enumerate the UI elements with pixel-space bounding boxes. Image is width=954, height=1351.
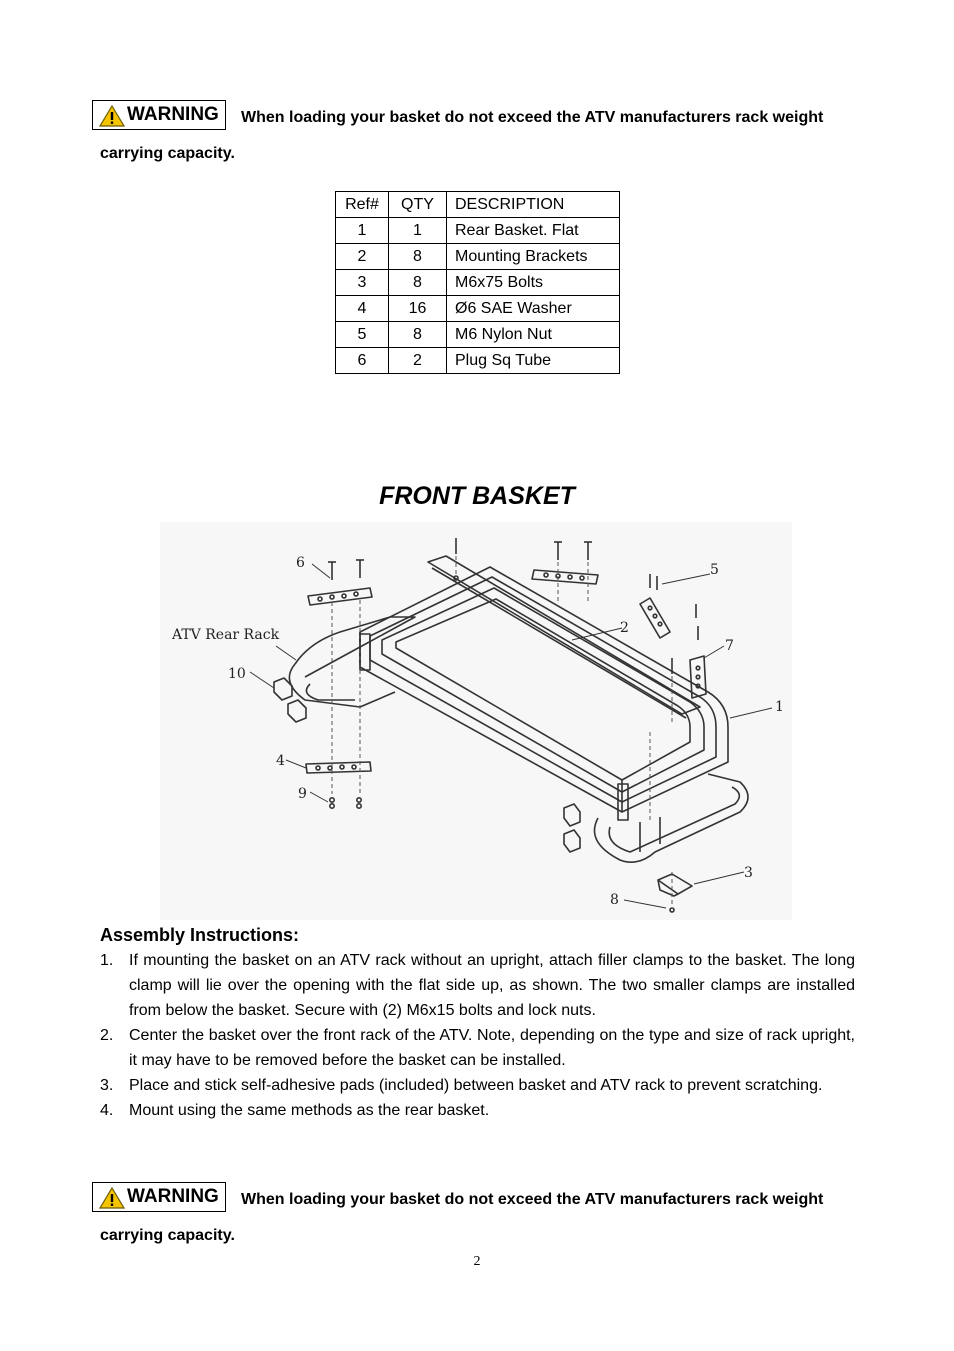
warning-triangle-icon xyxy=(99,105,125,127)
warning-text-line2: carrying capacity. xyxy=(100,1227,235,1244)
plug-square-tubes xyxy=(273,677,581,853)
table-row: 3 8 M6x75 Bolts xyxy=(335,269,620,296)
mounting-bracket-4 xyxy=(305,761,372,774)
cell-qty: 8 xyxy=(388,321,447,348)
callout-1: 1 xyxy=(775,699,784,715)
callout-6: 6 xyxy=(296,555,305,571)
list-item: 3. Place and stick self-adhesive pads (i… xyxy=(100,1073,855,1098)
list-item-number: 2. xyxy=(100,1027,114,1044)
bottom-clip xyxy=(657,873,693,897)
warning-text-line1: When loading your basket do not exceed t… xyxy=(241,109,824,126)
cell-description: M6x75 Bolts xyxy=(446,269,620,296)
basket-frame xyxy=(359,566,729,821)
table-row: 2 8 Mounting Brackets xyxy=(335,243,620,270)
mounting-bracket-6 xyxy=(307,587,373,606)
table-header-row: Ref# QTY DESCRIPTION xyxy=(335,191,620,218)
cell-qty: 1 xyxy=(388,217,447,244)
cell-description: Ø6 SAE Washer xyxy=(446,295,620,322)
callout-5: 5 xyxy=(710,562,719,578)
list-item: 2. Center the basket over the front rack… xyxy=(100,1023,855,1073)
leader-lines xyxy=(249,563,773,909)
cell-qty: 8 xyxy=(388,243,447,270)
table-row: 6 2 Plug Sq Tube xyxy=(335,347,620,374)
cell-description: Rear Basket. Flat xyxy=(446,217,620,244)
atv-rear-rack-label: ATV Rear Rack xyxy=(171,627,280,643)
callout-4: 4 xyxy=(276,753,285,769)
cell-ref: 4 xyxy=(335,295,389,322)
callout-2: 2 xyxy=(620,620,629,636)
callout-10: 10 xyxy=(228,666,246,682)
list-item: 4. Mount using the same methods as the r… xyxy=(100,1098,855,1123)
cell-qty: 2 xyxy=(388,347,447,374)
list-item-text: Center the basket over the front rack of… xyxy=(129,1027,855,1069)
list-item-text: Place and stick self-adhesive pads (incl… xyxy=(129,1077,823,1094)
table-row: 1 1 Rear Basket. Flat xyxy=(335,217,620,244)
cell-ref: 5 xyxy=(335,321,389,348)
atv-rack-right xyxy=(593,773,749,863)
long-clamp-bar xyxy=(427,555,701,719)
list-item-number: 1. xyxy=(100,952,114,969)
alignment-lines xyxy=(331,556,673,906)
list-item-text: Mount using the same methods as the rear… xyxy=(129,1102,490,1119)
header-description: DESCRIPTION xyxy=(446,191,620,218)
diagram-labels: ATV Rear Rack 6 5 2 7 1 10 4 9 3 8 xyxy=(171,555,784,908)
cell-qty: 16 xyxy=(388,295,447,322)
warning-label: WARNING xyxy=(127,1186,219,1207)
cell-ref: 3 xyxy=(335,269,389,296)
list-item-text: If mounting the basket on an ATV rack wi… xyxy=(129,952,855,1019)
warning-badge-top: WARNING xyxy=(92,100,226,130)
page-number: 2 xyxy=(473,1254,481,1269)
table-row: 4 16 Ø6 SAE Washer xyxy=(335,295,620,322)
cell-description: M6 Nylon Nut xyxy=(446,321,620,348)
section-title: FRONT BASKET xyxy=(379,482,575,510)
parts-table: Ref# QTY DESCRIPTION 1 1 Rear Basket. Fl… xyxy=(335,191,620,374)
mounting-bracket-5 xyxy=(639,597,671,639)
cell-ref: 6 xyxy=(335,347,389,374)
instructions-title: Assembly Instructions: xyxy=(100,925,300,945)
callout-3: 3 xyxy=(744,865,753,881)
cell-ref: 1 xyxy=(335,217,389,244)
nuts xyxy=(329,575,675,913)
warning-badge-bottom: WARNING xyxy=(92,1182,226,1212)
exploded-assembly-diagram: ATV Rear Rack 6 5 2 7 1 10 4 9 3 8 xyxy=(160,522,792,920)
cell-ref: 2 xyxy=(335,243,389,270)
list-item-number: 4. xyxy=(100,1102,114,1119)
cell-description: Mounting Brackets xyxy=(446,243,620,270)
mounting-bracket-7 xyxy=(689,655,707,699)
callout-8: 8 xyxy=(610,892,619,908)
header-ref: Ref# xyxy=(335,191,389,218)
cell-description: Plug Sq Tube xyxy=(446,347,620,374)
callout-7: 7 xyxy=(725,638,734,654)
callout-9: 9 xyxy=(298,786,307,802)
header-qty: QTY xyxy=(388,191,447,218)
list-item-number: 3. xyxy=(100,1077,114,1094)
instructions-list: 1. If mounting the basket on an ATV rack… xyxy=(100,948,855,1123)
cell-qty: 8 xyxy=(388,269,447,296)
bolts xyxy=(328,538,699,674)
warning-text-line1: When loading your basket do not exceed t… xyxy=(241,1191,824,1208)
list-item: 1. If mounting the basket on an ATV rack… xyxy=(100,948,855,1023)
warning-triangle-icon xyxy=(99,1187,125,1209)
warning-label: WARNING xyxy=(127,104,219,125)
table-row: 5 8 M6 Nylon Nut xyxy=(335,321,620,348)
warning-text-line2: carrying capacity. xyxy=(100,145,235,162)
